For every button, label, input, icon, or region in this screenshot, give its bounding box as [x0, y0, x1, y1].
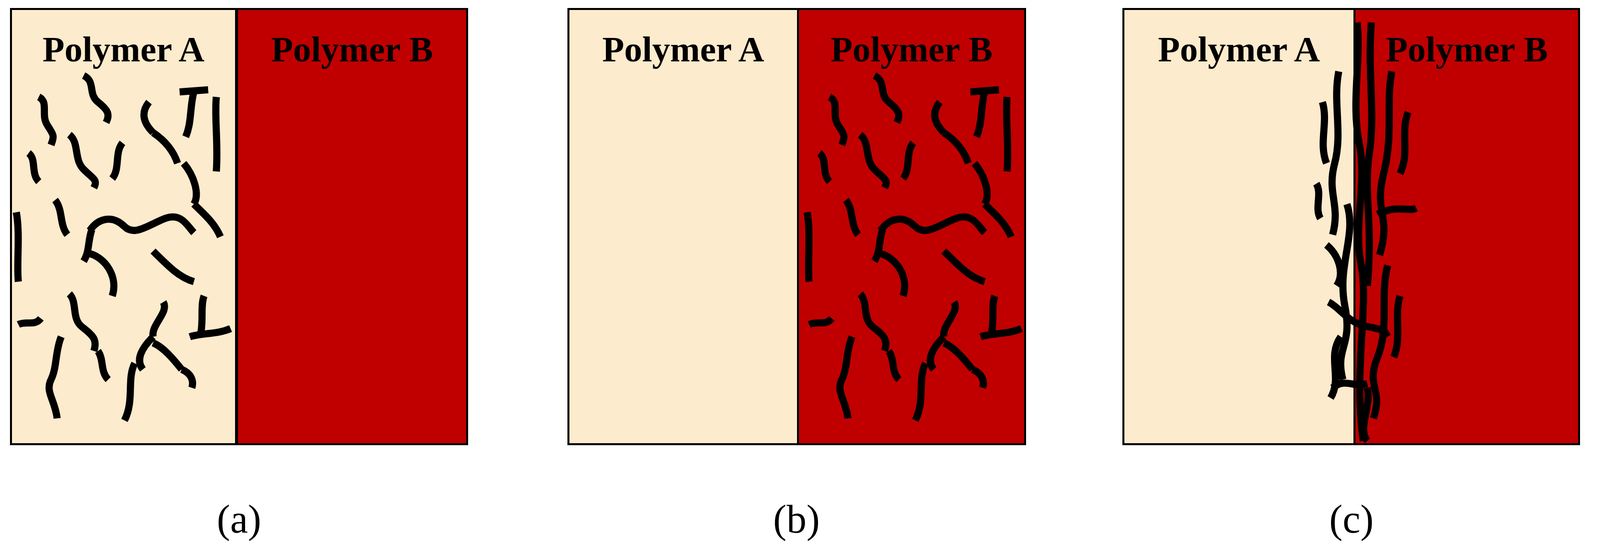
- panel-label: (c): [1329, 497, 1374, 541]
- filler-fibers: [16, 75, 231, 421]
- panel-label: (a): [217, 497, 262, 541]
- polymer-a-fill: [9, 7, 237, 445]
- polymer-b-fill: [1353, 7, 1580, 445]
- polymer-b-fill: [798, 7, 1026, 445]
- polymer-region: Polymer B: [1353, 7, 1581, 446]
- polymer-region: Polymer A: [567, 7, 800, 446]
- polymer-a-fill: [567, 7, 799, 445]
- polymer-region: Polymer B: [236, 7, 469, 446]
- region-label: Polymer B: [238, 29, 467, 70]
- region-label: Polymer A: [569, 29, 798, 70]
- polymer-region: Polymer A: [9, 7, 238, 446]
- polymer-region: Polymer B: [797, 7, 1027, 446]
- region-label: Polymer B: [1355, 29, 1579, 70]
- polymer-b-fill: [236, 7, 468, 445]
- region-label: Polymer A: [11, 29, 236, 70]
- interface-fibers: [1316, 22, 1417, 441]
- region-label: Polymer A: [1124, 29, 1354, 70]
- panel-label: (b): [773, 497, 820, 541]
- polymer-region: Polymer A: [1122, 7, 1356, 446]
- region-label: Polymer B: [799, 29, 1025, 70]
- polymer-a-fill: [1122, 7, 1354, 445]
